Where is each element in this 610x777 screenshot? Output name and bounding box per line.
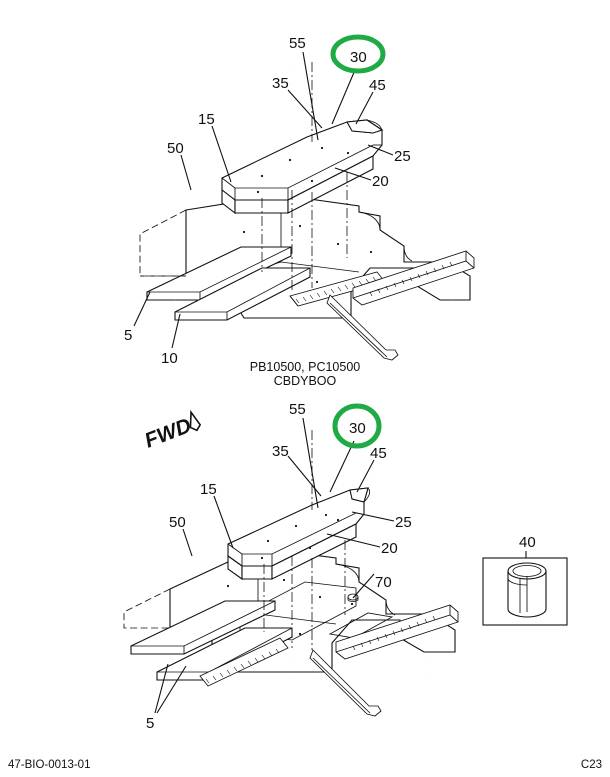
upper-explode-guides	[139, 62, 348, 290]
lower-callouts: 55 30 35 45 15 50 25 20 70 5	[146, 401, 412, 732]
footer-right-code: C23	[581, 759, 602, 771]
upper-exploded-view: 55 30 35 45 15 25 50 20 5 10	[124, 34, 475, 367]
footer: 47-BIO-0013-01 C23	[8, 759, 602, 771]
callout-5-upper: 5	[124, 327, 132, 344]
lower-leader-lines	[154, 417, 395, 714]
highlight-circle-30-upper	[330, 34, 386, 74]
upper-floor-cover-panel	[221, 119, 384, 215]
callout-5-lower: 5	[146, 715, 154, 732]
upper-left-panels	[146, 246, 311, 321]
callout-70-lower: 70	[375, 574, 392, 591]
center-caption: PB10500, PC10500 CBDYBOO	[250, 360, 361, 388]
callout-50-lower: 50	[169, 514, 186, 531]
callout-40: 40	[519, 534, 536, 551]
callout-35-lower: 35	[272, 443, 289, 460]
arrow-up-right-icon	[189, 409, 202, 432]
callout-45-lower: 45	[370, 445, 387, 462]
callout-55-lower: 55	[289, 401, 306, 418]
callout-20-lower: 20	[381, 540, 398, 557]
upper-rail-hatch	[369, 261, 453, 297]
callout-55-upper: 55	[289, 35, 306, 52]
callout-15-lower: 15	[200, 481, 217, 498]
callout-10-upper: 10	[161, 350, 178, 367]
lower-hatched-rail	[199, 637, 289, 687]
lower-rail-hatch	[352, 615, 436, 651]
lower-right-rails	[309, 604, 459, 717]
lower-grommet-hole	[347, 593, 359, 602]
callout-25-lower: 25	[395, 514, 412, 531]
detail-inset-40: 40	[482, 534, 568, 626]
highlight-circle-30-lower	[332, 403, 382, 449]
callout-20-upper: 20	[372, 173, 389, 190]
bushing-part-40	[507, 562, 547, 618]
callout-30-upper: 30	[350, 49, 367, 66]
lower-cover-holes	[260, 513, 340, 560]
caption-line-2: CBDYBOO	[274, 374, 337, 388]
lower-exploded-view: 55 30 35 45 15 50 25 20 70 5	[123, 401, 459, 732]
lower-left-panels	[130, 600, 293, 687]
footer-left-code: 47-BIO-0013-01	[8, 759, 90, 771]
upper-callouts: 55 30 35 45 15 25 50 20 5 10	[124, 35, 411, 367]
caption-line-1: PB10500, PC10500	[250, 360, 361, 374]
upper-leader-lines	[133, 51, 394, 349]
callout-45-upper: 45	[369, 77, 386, 94]
callout-50-upper: 50	[167, 140, 184, 157]
callout-15-upper: 15	[198, 111, 215, 128]
callout-25-upper: 25	[394, 148, 411, 165]
upper-right-rails	[326, 250, 475, 361]
callout-35-upper: 35	[272, 75, 289, 92]
upper-cover-holes	[256, 146, 350, 194]
callout-30-lower: 30	[349, 420, 366, 437]
